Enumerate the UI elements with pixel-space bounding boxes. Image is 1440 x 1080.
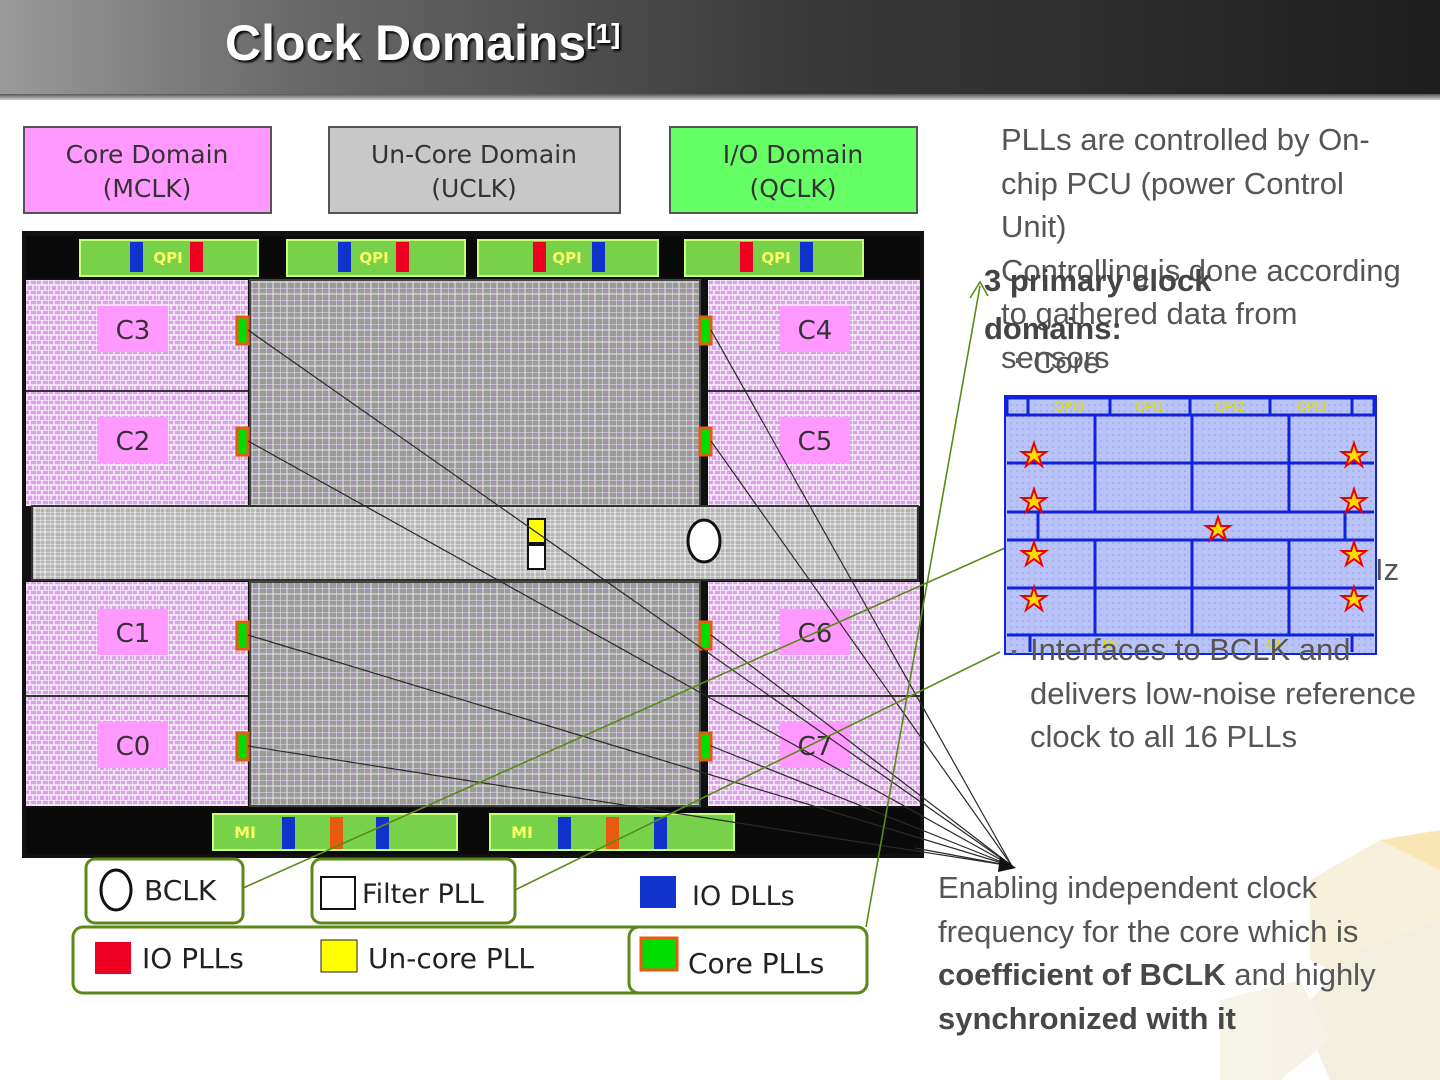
title-reference: [1] bbox=[586, 18, 621, 49]
io-domain-box: I/O Domain (QCLK) bbox=[669, 126, 918, 214]
bclk-marker bbox=[686, 518, 722, 564]
core-pll-legend-box bbox=[627, 925, 869, 995]
io-pll-legend-label: IO PLLs bbox=[142, 942, 244, 975]
io-pll-legend-icon bbox=[95, 942, 131, 974]
core-label-c6: C6 bbox=[798, 619, 833, 649]
pll-control-text: PLLs are controlled by On-chip PCU (powe… bbox=[1001, 118, 1401, 379]
core-labels: C3 C2 C1 C0 C4 C5 C6 C7 bbox=[98, 306, 850, 768]
sub-bullet-dot bbox=[1012, 650, 1016, 654]
qpi-blocks: QPI QPI QPI QPI bbox=[79, 239, 864, 277]
uncore-domain-clock: (UCLK) bbox=[431, 174, 517, 203]
core-label-c2: C2 bbox=[116, 427, 151, 457]
bclk-legend-icon bbox=[99, 868, 133, 912]
enabling-text: Enabling independent clock frequency for… bbox=[938, 870, 1376, 1036]
qpi-label: QPI bbox=[552, 249, 581, 267]
bclk-interface-text: Interfaces to BCLK and delivers low-nois… bbox=[1030, 632, 1416, 754]
inset-mi-label: MI bbox=[1102, 639, 1117, 654]
filter-pll-legend-icon bbox=[320, 876, 356, 910]
arrow-head bbox=[998, 856, 1016, 872]
core-domain-box: Core Domain (MCLK) bbox=[23, 126, 272, 214]
core-domain-clock: (MCLK) bbox=[103, 174, 192, 203]
bold-synchronized: synchronized with it bbox=[938, 1000, 1236, 1036]
uncore-domain-box: Un-Core Domain (UCLK) bbox=[328, 126, 621, 214]
filter-pll-legend-box bbox=[310, 857, 517, 925]
inset-qpi-label: QPI0 bbox=[1054, 400, 1084, 415]
core-domain-label: Core Domain bbox=[66, 140, 229, 169]
io-domain-label: I/O Domain bbox=[723, 140, 863, 169]
core-label-c3: C3 bbox=[116, 316, 151, 346]
legend: BCLK Filter PLL IO DLLs IO PLLs Un-core … bbox=[71, 857, 869, 995]
filter-pll-legend-label: Filter PLL bbox=[362, 879, 484, 910]
clock-domains-heading: 3 primary clock domains: bbox=[984, 263, 1212, 346]
core-label-c1: C1 bbox=[116, 619, 151, 649]
title-bar bbox=[0, 0, 1440, 100]
qpi-label: QPI bbox=[359, 249, 388, 267]
core-pll-connectors bbox=[247, 329, 1013, 867]
uncore-domain-label: Un-Core Domain bbox=[371, 140, 577, 169]
inset-qpi-label: QPI2 bbox=[1215, 400, 1245, 415]
inset-mi-label: MI bbox=[1265, 639, 1280, 654]
io-dll-legend-icon bbox=[640, 876, 676, 908]
page-title: Clock Domains[1] bbox=[225, 15, 621, 71]
io-dll-legend-label: IO DLLs bbox=[692, 881, 795, 912]
pll-control-sentence: PLLs are controlled by On-chip PCU (powe… bbox=[1001, 122, 1370, 244]
uncore-pll-legend-label: Un-core PLL bbox=[368, 942, 534, 975]
inset-qpi-label: QPI3 bbox=[1297, 400, 1327, 415]
inset-qpi-label: QPI1 bbox=[1135, 400, 1165, 415]
mi-label: MI bbox=[234, 823, 256, 842]
uncore-pll-legend-icon bbox=[320, 939, 358, 973]
bullet-dot bbox=[1016, 358, 1021, 363]
uncore-pll-marker bbox=[527, 518, 546, 544]
io-domain-clock: (QCLK) bbox=[750, 174, 837, 203]
core-label-c0: C0 bbox=[116, 732, 151, 762]
core-label-c4: C4 bbox=[798, 316, 833, 346]
hz-fragment: Iz bbox=[1375, 552, 1400, 587]
filter-pll-marker bbox=[527, 544, 546, 570]
qpi-label: QPI bbox=[153, 249, 182, 267]
callout-lines bbox=[242, 280, 1006, 928]
core-pll-legend-icon bbox=[639, 936, 679, 972]
controlling-sentence: Controlling is done according to gathere… bbox=[1001, 252, 1401, 375]
core-label-c5: C5 bbox=[798, 427, 833, 457]
bold-coefficient: coefficient of BCLK bbox=[938, 957, 1226, 992]
inset-chip-map: QPI0 QPI1 QPI2 QPI3 MI MI bbox=[1004, 395, 1377, 655]
sensor-stars bbox=[1018, 439, 1370, 613]
die-floorplan: QPI QPI QPI QPI MI MI bbox=[22, 231, 924, 858]
mi-label: MI bbox=[511, 823, 533, 842]
core-pll-legend-label: Core PLLs bbox=[688, 947, 824, 980]
bclk-legend-label: BCLK bbox=[144, 874, 217, 907]
bullet-core: Core bbox=[1033, 345, 1101, 380]
qpi-label: QPI bbox=[761, 249, 790, 267]
